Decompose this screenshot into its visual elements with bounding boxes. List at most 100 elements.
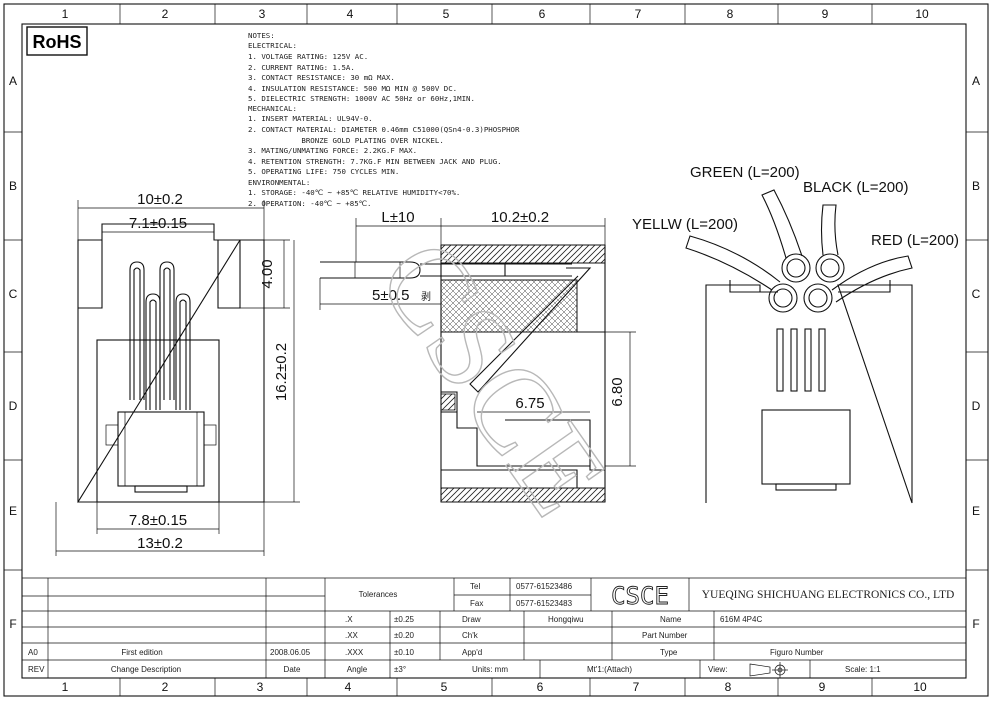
dim-side-width: 10.2±0.2 bbox=[491, 209, 549, 226]
tb-chk: Ch'k bbox=[462, 631, 479, 640]
tb-tel-label: Tel bbox=[470, 582, 480, 591]
inner-frame bbox=[21, 23, 967, 679]
note-line: ENVIRONMENTAL: bbox=[248, 178, 310, 187]
row-label: E bbox=[9, 504, 17, 518]
notes-block: NOTES: ELECTRICAL: 1. VOLTAGE RATING: 12… bbox=[248, 31, 520, 208]
note-line: 1. INSERT MATERIAL: UL94V-0. bbox=[248, 114, 373, 123]
tb-tol-xxx-value: ±0.10 bbox=[394, 648, 415, 657]
row-label: A bbox=[972, 74, 980, 88]
note-line: MECHANICAL: bbox=[248, 104, 297, 113]
tb-tol-xx: .XX bbox=[345, 631, 359, 640]
grid-ticks bbox=[4, 4, 988, 696]
wire-green-label: GREEN (L=200) bbox=[690, 164, 800, 181]
tb-rev: REV bbox=[28, 665, 45, 674]
row-label: B bbox=[9, 179, 17, 193]
note-line: BRONZE GOLD PLATING OVER NICKEL. bbox=[248, 136, 444, 145]
dim-strip-length: 5±0.5 bbox=[372, 287, 409, 304]
row-label: C bbox=[9, 287, 18, 301]
note-line: 4. RETENTION STRENGTH: 7.7KG.F MIN BETWE… bbox=[248, 157, 502, 166]
tb-fax-label: Fax bbox=[470, 599, 483, 608]
row-label: F bbox=[972, 617, 979, 631]
tb-company: YUEQING SHICHUANG ELECTRONICS CO., LTD bbox=[702, 589, 955, 601]
note-line: 1. STORAGE: -40℃ ~ +85℃ RELATIVE HUMIDIT… bbox=[248, 188, 460, 197]
col-label: 8 bbox=[727, 7, 734, 21]
tb-units: Units: mm bbox=[472, 665, 508, 674]
col-label: 10 bbox=[915, 7, 929, 21]
tb-tel: 0577-61523486 bbox=[516, 582, 573, 591]
tb-rev-a0: A0 bbox=[28, 648, 38, 657]
dim-side-height: 6.80 bbox=[609, 377, 626, 406]
col-label: 5 bbox=[441, 680, 448, 694]
dim-side-inner: 6.75 bbox=[515, 395, 544, 412]
col-label: 6 bbox=[537, 680, 544, 694]
col-label: 3 bbox=[257, 680, 264, 694]
tb-tol-xx-value: ±0.20 bbox=[394, 631, 415, 640]
row-label: B bbox=[972, 179, 980, 193]
note-line: 3. MATING/UNMATING FORCE: 2.2KG.F MAX. bbox=[248, 146, 417, 155]
col-label: 1 bbox=[62, 680, 69, 694]
tb-fax: 0577-61523483 bbox=[516, 599, 573, 608]
col-label: 10 bbox=[913, 680, 927, 694]
rohs-text: RoHS bbox=[33, 32, 82, 52]
row-label: D bbox=[972, 399, 981, 413]
col-label: 2 bbox=[162, 7, 169, 21]
col-label: 6 bbox=[539, 7, 546, 21]
tb-date-value: 2008.06.05 bbox=[270, 648, 311, 657]
dim-strip-note: 剥 bbox=[421, 291, 431, 303]
wire-red-label: RED (L=200) bbox=[871, 232, 959, 249]
tb-material: Mt'1:(Attach) bbox=[587, 665, 632, 674]
tb-angle: Angle bbox=[347, 665, 368, 674]
col-label: 2 bbox=[162, 680, 169, 694]
note-line: NOTES: bbox=[248, 31, 275, 40]
note-line: 2. OPERATION: -40℃ ~ +85℃. bbox=[248, 199, 371, 208]
title-block bbox=[22, 577, 966, 678]
note-line: ELECTRICAL: bbox=[248, 41, 297, 50]
tb-draw: Draw bbox=[462, 615, 481, 624]
row-label: C bbox=[972, 287, 981, 301]
note-line: 2. CURRENT RATING: 1.5A. bbox=[248, 63, 355, 72]
tb-scale: Scale: 1:1 bbox=[845, 665, 881, 674]
note-line: 3. CONTACT RESISTANCE: 30 mΩ MAX. bbox=[248, 73, 395, 82]
tb-tolerances: Tolerances bbox=[359, 590, 398, 599]
col-label: 5 bbox=[443, 7, 450, 21]
watermark: CSCE bbox=[353, 216, 634, 538]
rohs-logo bbox=[26, 26, 88, 56]
col-label: 7 bbox=[633, 680, 640, 694]
wire-yellow-label: YELLW (L=200) bbox=[632, 216, 738, 233]
note-line: 5. DIELECTRIC STRENGTH: 1000V AC 50Hz or… bbox=[248, 94, 475, 103]
dim-front-width: 10±0.2 bbox=[137, 191, 183, 208]
tb-name-value: 616M 4P4C bbox=[720, 615, 762, 624]
col-label: 4 bbox=[347, 7, 354, 21]
col-label: 9 bbox=[819, 680, 826, 694]
tb-date: Date bbox=[284, 665, 301, 674]
outer-frame bbox=[3, 3, 989, 697]
tb-name-label: Name bbox=[660, 615, 682, 624]
col-label: 1 bbox=[62, 7, 69, 21]
side-view: L±10 10.2±0.2 5±0.5 剥 6.75 6.80 bbox=[319, 209, 636, 503]
row-label: D bbox=[9, 399, 18, 413]
dim-front-height: 16.2±0.2 bbox=[273, 343, 290, 401]
dim-front-inner: 7.1±0.15 bbox=[129, 215, 187, 232]
tb-angle-value: ±3° bbox=[394, 665, 406, 674]
col-label: 3 bbox=[259, 7, 266, 21]
tb-change-description: Change Description bbox=[111, 665, 181, 674]
projection-symbol-icon bbox=[749, 662, 788, 678]
dim-side-length: L±10 bbox=[381, 209, 414, 226]
tb-part-label: Part Number bbox=[642, 631, 688, 640]
dim-front-bottom: 13±0.2 bbox=[137, 535, 183, 552]
tb-first-edition: First edition bbox=[121, 648, 162, 657]
tb-appd: App'd bbox=[462, 648, 482, 657]
tb-tol-x: .X bbox=[345, 615, 353, 624]
row-label: F bbox=[9, 617, 16, 631]
rear-view: YELLW (L=200) GREEN (L=200) BLACK (L=200… bbox=[632, 164, 959, 504]
col-label: 7 bbox=[635, 7, 642, 21]
tb-tol-xxx: .XXX bbox=[345, 648, 364, 657]
tb-figure-label: Figuro Number bbox=[770, 648, 824, 657]
tb-view: View: bbox=[708, 665, 727, 674]
front-view: 10±0.2 7.1±0.15 4.00 16.2±0.2 7.8±0.15 1… bbox=[55, 191, 300, 556]
row-label: A bbox=[9, 74, 17, 88]
note-line: 5. OPERATING LIFE: 750 CYCLES MIN. bbox=[248, 167, 399, 176]
dim-front-bottom-inner: 7.8±0.15 bbox=[129, 512, 187, 529]
note-line: 2. CONTACT MATERIAL: DIAMETER 0.46mm C51… bbox=[248, 125, 520, 134]
